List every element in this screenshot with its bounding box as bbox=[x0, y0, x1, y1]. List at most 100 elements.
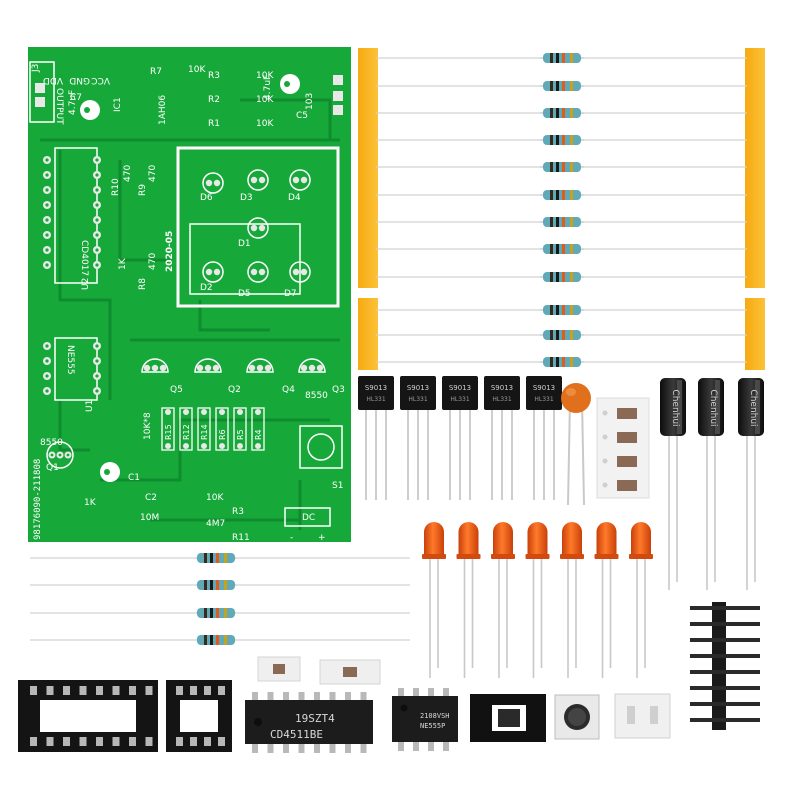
transistor-code: HL331 bbox=[534, 396, 553, 403]
res-footprint bbox=[161, 407, 175, 451]
transistor-pad bbox=[256, 364, 264, 372]
transistor-pad bbox=[159, 364, 167, 372]
socket-pin bbox=[204, 737, 211, 746]
dip-pin bbox=[329, 692, 336, 700]
taped-resistor bbox=[376, 53, 747, 63]
dip-pin bbox=[283, 692, 289, 700]
transistor-body bbox=[400, 376, 436, 410]
r9-label: R9 bbox=[138, 184, 148, 196]
led-body bbox=[562, 522, 582, 558]
transistor-pad bbox=[264, 364, 272, 372]
socket-pin bbox=[46, 737, 54, 746]
led-rim bbox=[560, 554, 584, 559]
ic-ne555: 2108VSH NE555P bbox=[392, 688, 458, 751]
r11b-value: 4M7 bbox=[206, 519, 225, 529]
res-footprint bbox=[179, 407, 193, 451]
cap-brand: Chenhui bbox=[708, 389, 718, 426]
socket-pin bbox=[218, 737, 225, 746]
pcb-pad-hole bbox=[95, 359, 99, 363]
c7-value: 4.7uF bbox=[68, 90, 78, 115]
res-footprint bbox=[215, 407, 229, 451]
led-5 bbox=[560, 522, 584, 678]
r7-value: 10K bbox=[188, 65, 206, 75]
resistor-band bbox=[210, 580, 213, 590]
dip-pin bbox=[360, 744, 367, 753]
transistor-pad bbox=[143, 364, 151, 372]
dip-pin bbox=[314, 692, 320, 700]
electrolytic-cap-3: Chenhui bbox=[738, 378, 764, 590]
resistor-band bbox=[210, 608, 213, 618]
taped-resistor-part bbox=[540, 330, 584, 340]
transistor-footprint bbox=[246, 358, 274, 373]
dip-pin bbox=[413, 742, 419, 751]
cd4511-body bbox=[245, 700, 373, 744]
resistor-band bbox=[570, 330, 573, 340]
header-pad bbox=[333, 75, 343, 85]
taped-resistor bbox=[376, 357, 747, 367]
dip-pin bbox=[267, 692, 274, 700]
led-pad bbox=[205, 268, 213, 276]
led-pad bbox=[205, 179, 213, 187]
resistor-band bbox=[224, 635, 227, 645]
ceramic-cap-body bbox=[561, 383, 591, 413]
chip-label: 1AH06 bbox=[158, 95, 168, 125]
pcb-pad-hole bbox=[95, 233, 99, 237]
resistor-band bbox=[210, 553, 213, 563]
led-rim bbox=[594, 554, 619, 559]
dip-pin bbox=[298, 744, 305, 753]
resistor-band bbox=[556, 330, 559, 340]
pcb-pad-hole bbox=[66, 453, 70, 457]
pcb-pad-hole bbox=[95, 263, 99, 267]
resistor-band bbox=[556, 244, 559, 254]
pcb-led-pads bbox=[202, 169, 311, 283]
led-pad bbox=[292, 268, 300, 276]
resistor-band bbox=[556, 81, 559, 91]
d2-label: D2 bbox=[200, 283, 213, 293]
transistor-marking: S9013 bbox=[449, 384, 471, 392]
taped-resistor bbox=[376, 81, 747, 91]
resistor-band bbox=[570, 162, 573, 172]
taped-resistor-part bbox=[540, 53, 584, 63]
d4-label: D4 bbox=[288, 193, 301, 203]
socket-pin bbox=[46, 686, 54, 695]
led-footprint bbox=[202, 261, 224, 283]
q1-outline bbox=[46, 441, 74, 469]
cap-footprint-hole bbox=[104, 469, 110, 475]
r3b-label: R3 bbox=[232, 507, 244, 517]
r7-label: R7 bbox=[150, 67, 162, 77]
u2-label: U2 bbox=[81, 278, 91, 290]
res-footprint bbox=[197, 407, 211, 451]
res-array-label: R12 bbox=[182, 424, 191, 440]
led-rim bbox=[525, 554, 550, 559]
ne555-marking-1: 2108VSH bbox=[420, 712, 450, 720]
dip-pin bbox=[329, 744, 336, 753]
resistor-band bbox=[570, 305, 573, 315]
res-pad bbox=[255, 443, 261, 449]
vcc-label: VCC bbox=[91, 75, 110, 85]
led-rim bbox=[456, 554, 481, 559]
header-pad bbox=[35, 97, 45, 107]
taped-resistor-part bbox=[540, 190, 584, 200]
vdd-label: VDD bbox=[43, 75, 63, 85]
res-pad bbox=[219, 443, 225, 449]
resistor-band bbox=[224, 580, 227, 590]
resistor-band bbox=[570, 81, 573, 91]
smd-part-1 bbox=[617, 408, 637, 419]
pcb-pad-hole bbox=[95, 218, 99, 222]
loose-resistor-part bbox=[196, 553, 236, 563]
resistor-band bbox=[550, 190, 553, 200]
ic-socket-8 bbox=[166, 680, 232, 752]
pcb-pad-hole bbox=[45, 173, 49, 177]
resistor-band bbox=[550, 330, 553, 340]
j3-label: J3 bbox=[31, 64, 41, 73]
resistor-band bbox=[562, 53, 565, 63]
resistor-band bbox=[562, 135, 565, 145]
socket-pin bbox=[96, 686, 103, 695]
cap-footprint-hole bbox=[84, 107, 90, 113]
d7-label: D7 bbox=[284, 289, 297, 299]
resistor-band bbox=[570, 190, 573, 200]
dip-pin bbox=[443, 688, 449, 696]
transistor-pad bbox=[196, 364, 204, 372]
res-array-label: R14 bbox=[200, 424, 209, 440]
